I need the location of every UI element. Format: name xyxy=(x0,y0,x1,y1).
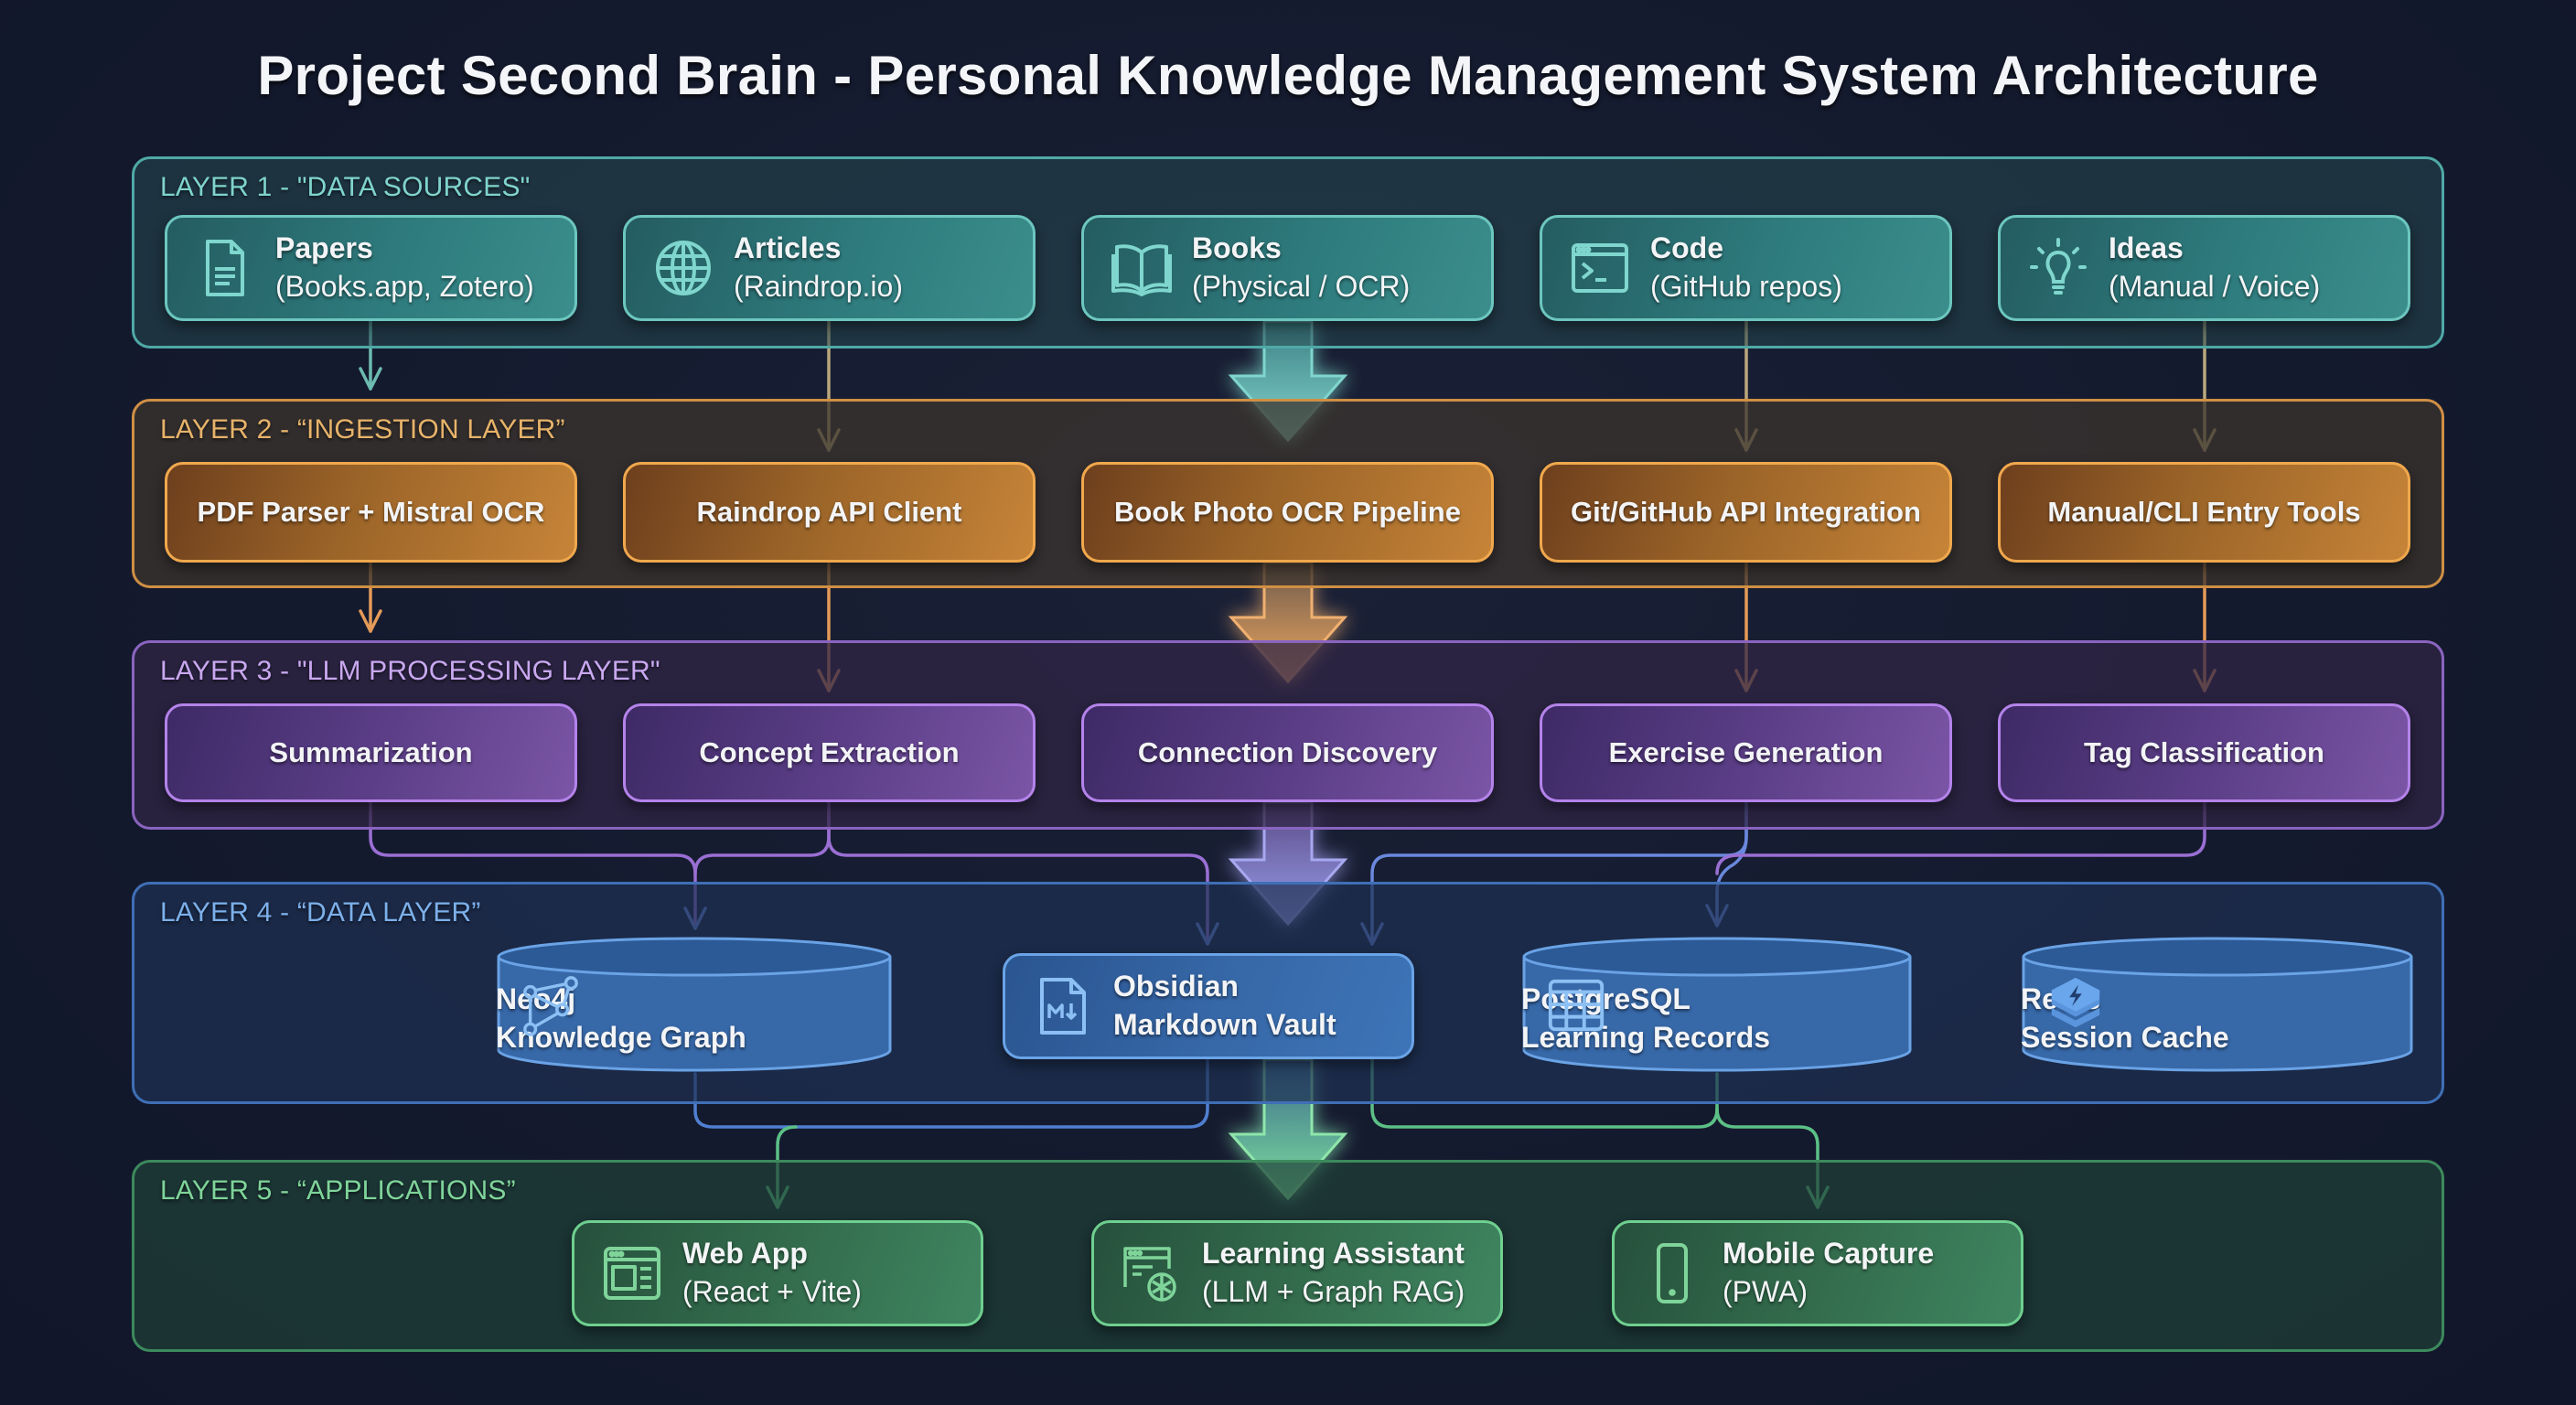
node-learning-assistant[interactable]: Learning Assistant (LLM + Graph RAG) xyxy=(1091,1220,1503,1326)
node-concept-extraction[interactable]: Concept Extraction xyxy=(623,703,1036,802)
node-code[interactable]: Code (GitHub repos) xyxy=(1540,215,1952,321)
node-articles[interactable]: Articles (Raindrop.io) xyxy=(623,215,1036,321)
node-title: Manual/CLI Entry Tools xyxy=(2047,495,2361,528)
node-title: Exercise Generation xyxy=(1608,735,1884,768)
node-book-photo-ocr[interactable]: Book Photo OCR Pipeline xyxy=(1081,462,1494,563)
node-subtitle: Markdown Vault xyxy=(1113,1008,1336,1041)
lightbulb-icon xyxy=(2030,238,2087,295)
node-title: Code xyxy=(1650,231,1723,265)
node-subtitle: Session Cache xyxy=(2021,1021,2229,1054)
open-book-icon xyxy=(1111,244,1172,296)
node-title: Ideas xyxy=(2109,231,2184,265)
node-mobile-capture[interactable]: Mobile Capture (PWA) xyxy=(1612,1220,2023,1326)
layer-label: LAYER 3 - "LLM PROCESSING LAYER" xyxy=(160,656,660,686)
layer-label: LAYER 2 - “INGESTION LAYER” xyxy=(160,414,565,445)
node-redis[interactable]: RedisSession Cache xyxy=(2021,937,2414,1074)
cylinder-shape xyxy=(497,937,892,1072)
node-title: PDF Parser + Mistral OCR xyxy=(197,495,545,528)
terminal-icon xyxy=(1572,243,1628,293)
node-title: Web App xyxy=(682,1237,808,1271)
node-subtitle: (LLM + Graph RAG) xyxy=(1202,1275,1465,1308)
node-title: Git/GitHub API Integration xyxy=(1571,495,1921,528)
node-ideas[interactable]: Ideas (Manual / Voice) xyxy=(1998,215,2410,321)
mobile-phone-icon xyxy=(1657,1243,1688,1303)
node-title: Books xyxy=(1192,231,1282,265)
globe-icon xyxy=(656,241,711,295)
node-exercise-generation[interactable]: Exercise Generation xyxy=(1540,703,1952,802)
page-title: Project Second Brain - Personal Knowledg… xyxy=(257,45,2319,106)
layer-label: LAYER 4 - “DATA LAYER” xyxy=(160,897,481,928)
browser-brain-icon xyxy=(1123,1247,1176,1302)
arrowhead xyxy=(359,609,382,633)
node-connection-discovery[interactable]: Connection Discovery xyxy=(1081,703,1494,802)
node-title: Learning Assistant xyxy=(1202,1237,1465,1271)
node-title: Summarization xyxy=(269,735,473,768)
node-title: Papers xyxy=(275,231,373,265)
node-pdf-parser[interactable]: PDF Parser + Mistral OCR xyxy=(165,462,577,563)
node-title: Tag Classification xyxy=(2084,735,2324,768)
node-subtitle: Learning Records xyxy=(1521,1021,1771,1054)
node-summarization[interactable]: Summarization xyxy=(165,703,577,802)
browser-window-icon xyxy=(604,1247,660,1300)
node-raindrop-api-client[interactable]: Raindrop API Client xyxy=(623,462,1036,563)
node-papers[interactable]: Papers (Books.app, Zotero) xyxy=(165,215,577,321)
node-subtitle: (Raindrop.io) xyxy=(734,270,903,303)
document-icon xyxy=(206,240,244,296)
node-title: Raindrop API Client xyxy=(696,495,962,528)
redis-stack-icon xyxy=(2051,977,2100,1028)
arrowhead xyxy=(359,367,382,391)
node-tag-classification[interactable]: Tag Classification xyxy=(1998,703,2410,802)
layer-label: LAYER 1 - "DATA SOURCES" xyxy=(160,172,531,202)
node-subtitle: (PWA) xyxy=(1723,1275,1809,1308)
node-title: Mobile Capture xyxy=(1723,1237,1935,1271)
node-subtitle: (Physical / OCR) xyxy=(1192,270,1411,303)
node-subtitle: (Manual / Voice) xyxy=(2109,270,2321,303)
node-subtitle: (Books.app, Zotero) xyxy=(275,270,534,303)
node-title: Articles xyxy=(734,231,842,265)
node-web-app[interactable]: Web App (React + Vite) xyxy=(572,1220,983,1326)
cylinder-shape xyxy=(1522,937,1912,1072)
graph-network-icon xyxy=(523,976,578,1036)
node-title: Obsidian xyxy=(1113,970,1239,1003)
node-subtitle: (GitHub repos) xyxy=(1650,270,1842,303)
layer-label: LAYER 5 - “APPLICATIONS” xyxy=(160,1175,516,1206)
node-title: Book Photo OCR Pipeline xyxy=(1114,495,1461,528)
node-subtitle: (React + Vite) xyxy=(682,1275,862,1308)
cylinder-shape xyxy=(2022,937,2413,1072)
table-grid-icon xyxy=(1548,979,1605,1032)
markdown-file-icon xyxy=(1040,978,1086,1035)
node-title: Concept Extraction xyxy=(699,735,960,768)
node-books[interactable]: Books (Physical / OCR) xyxy=(1081,215,1494,321)
node-manual-cli-entry[interactable]: Manual/CLI Entry Tools xyxy=(1998,462,2410,563)
node-github-api-integration[interactable]: Git/GitHub API Integration xyxy=(1540,462,1952,563)
node-title: Connection Discovery xyxy=(1137,735,1438,768)
